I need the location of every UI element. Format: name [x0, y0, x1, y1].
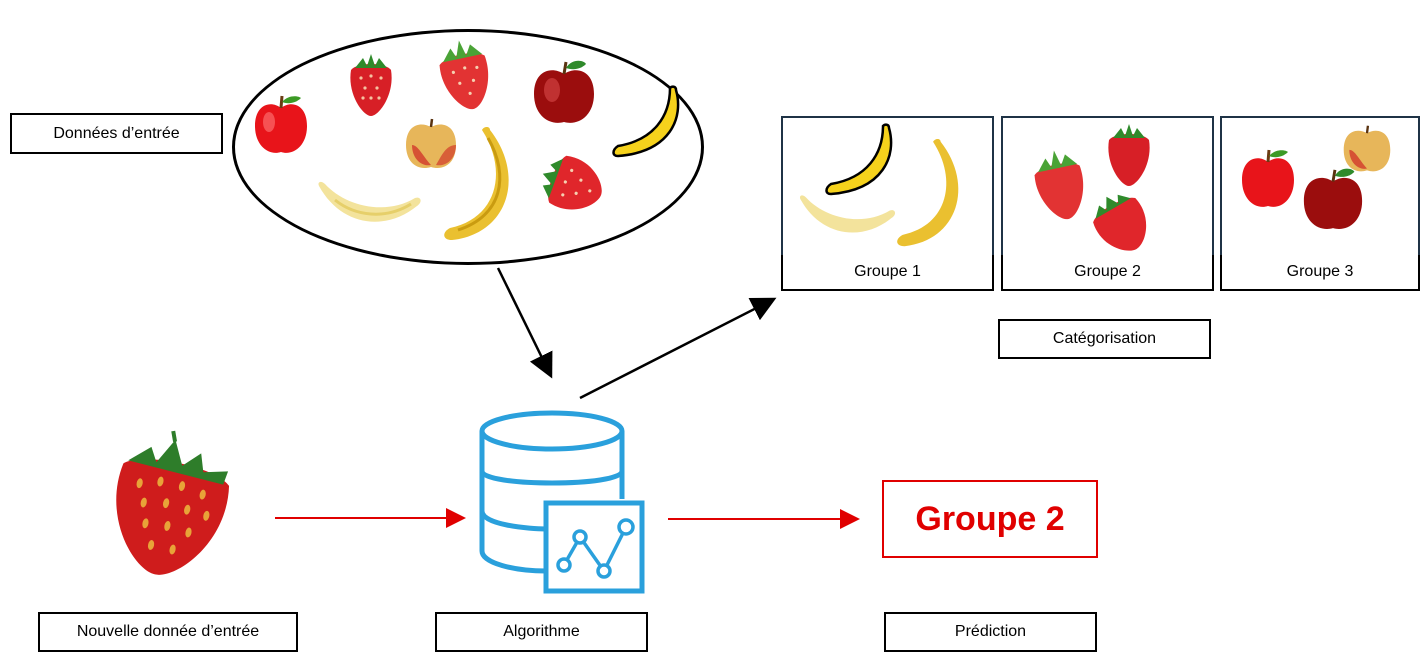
strawberry-icon — [1093, 194, 1147, 251]
arrow-algorithm-to-groups — [579, 297, 777, 400]
apple-icon — [534, 60, 594, 123]
banana-icon — [444, 127, 509, 240]
strawberry-icon — [116, 430, 230, 575]
apple-icon — [1343, 125, 1391, 172]
group-2-frame — [1001, 116, 1214, 257]
group-3-label: Groupe 3 — [1220, 255, 1420, 291]
group-3-frame — [1220, 116, 1420, 257]
input-data-label: Données d’entrée — [10, 113, 223, 154]
banana-icon — [825, 123, 893, 196]
group-1-frame — [781, 116, 994, 257]
algorithm-label: Algorithme — [435, 612, 648, 652]
strawberry-icon — [1034, 150, 1084, 220]
apple-icon — [255, 95, 307, 153]
apple-icon — [1242, 149, 1294, 207]
prediction-result: Groupe 2 — [882, 480, 1098, 558]
banana-icon — [612, 85, 680, 158]
new-input-label: Nouvelle donnée d’entrée — [38, 612, 298, 652]
prediction-label: Prédiction — [884, 612, 1097, 652]
group-1-label: Groupe 1 — [781, 255, 994, 291]
banana-icon — [897, 138, 959, 247]
apple-icon — [1303, 168, 1363, 229]
group-2-label: Groupe 2 — [1001, 255, 1214, 291]
database-chart-icon — [479, 410, 645, 594]
strawberry-icon — [1108, 124, 1150, 186]
strawberry-icon — [350, 54, 392, 116]
strawberry-icon — [542, 155, 602, 210]
banana-icon — [799, 195, 896, 233]
strawberry-icon — [439, 40, 489, 110]
apple-icon — [406, 118, 456, 169]
arrow-data-to-algorithm — [496, 267, 553, 379]
categorisation-label: Catégorisation — [998, 319, 1211, 359]
banana-icon — [318, 181, 421, 222]
